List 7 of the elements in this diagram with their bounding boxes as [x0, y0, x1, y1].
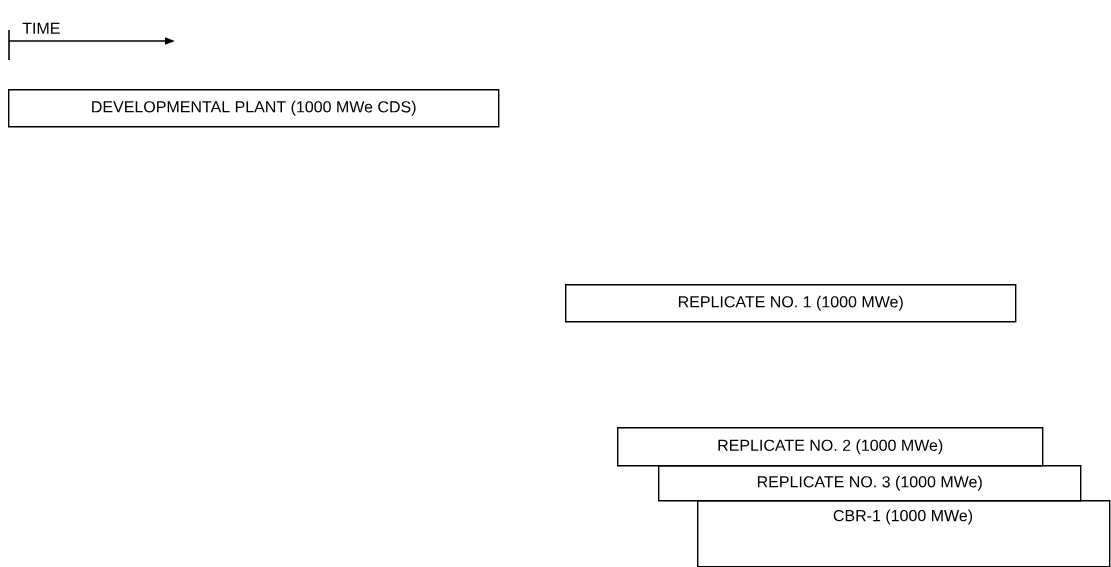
schedule-bar: DEVELOPMENTAL PLANT (1000 MWe CDS) — [8, 89, 500, 128]
axis-label: TIME — [22, 22, 60, 34]
bar-label: CBR-1 (1000 MWe) — [833, 509, 973, 525]
schedule-bar: REPLICATE NO. 3 (1000 MWe) — [658, 465, 1082, 502]
schedule-bar — [697, 500, 1111, 567]
schedule-bar: REPLICATE NO. 2 (1000 MWe) — [617, 427, 1044, 467]
schedule-bar: REPLICATE NO. 1 (1000 MWe) — [565, 284, 1017, 323]
